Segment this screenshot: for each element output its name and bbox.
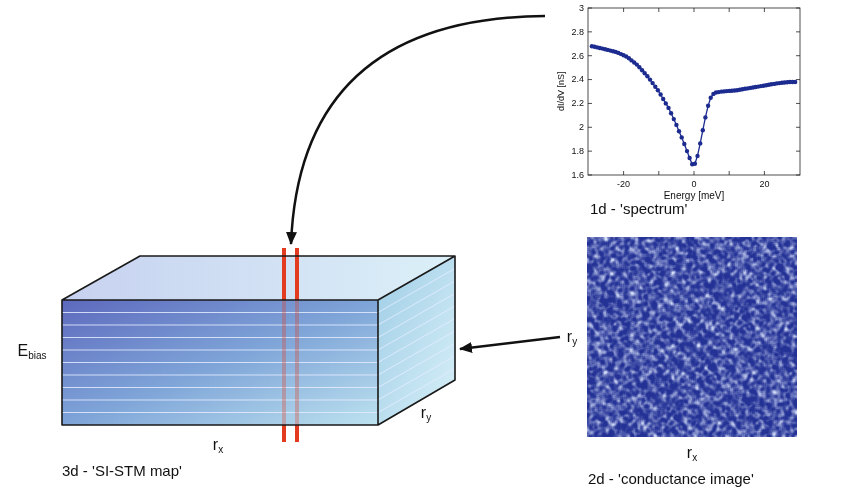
block-outline [62, 256, 455, 425]
data-point [680, 135, 684, 139]
data-point [648, 77, 652, 81]
y-tick [588, 31, 592, 32]
y-tick [796, 151, 800, 152]
data-point [653, 85, 657, 89]
y-tick [796, 31, 800, 32]
data-point [674, 123, 678, 127]
x-tick [764, 8, 765, 12]
data-point [669, 111, 673, 115]
image-panel: 2d - 'conductance image' [560, 232, 805, 488]
y-tick [796, 55, 800, 56]
x-tick [694, 171, 695, 175]
flow-arrow [291, 16, 545, 244]
axis-label: Ebias [17, 342, 46, 362]
tick-label: -20 [617, 179, 630, 189]
data-point [698, 141, 702, 145]
block-front [62, 300, 378, 425]
tick-label: 0 [691, 179, 696, 189]
block-side [378, 256, 455, 425]
data-point [658, 92, 662, 96]
plot-ticks [588, 8, 800, 175]
data-point [664, 101, 668, 105]
x-tick [764, 171, 765, 175]
y-tick [796, 8, 800, 9]
axis-title: Energy [meV] [664, 190, 725, 202]
axis-title: dI/dV [nS] [556, 71, 566, 111]
tick-label: 2.8 [571, 27, 584, 37]
y-tick [588, 103, 592, 104]
panel-caption: 3d - 'SI-STM map' [62, 462, 182, 479]
x-tick [623, 171, 624, 175]
x-tick [694, 8, 695, 12]
spectrum-marker [284, 248, 297, 442]
axis-label: ry [567, 328, 577, 348]
data-point [693, 162, 697, 166]
tick-label: 2.2 [571, 98, 584, 108]
axis-label: rx [213, 436, 223, 456]
data-point [677, 129, 681, 133]
y-tick [796, 79, 800, 80]
tick-label: 20 [759, 179, 769, 189]
data-point [682, 142, 686, 146]
axis-label: ry [421, 404, 431, 424]
y-tick [588, 55, 592, 56]
plot-frame [588, 8, 800, 175]
x-tick [729, 171, 730, 175]
flow-arrow [460, 337, 560, 349]
data-point [706, 104, 710, 108]
tick-label: 3 [579, 3, 584, 13]
tick-label: 1.8 [571, 146, 584, 156]
x-tick [658, 8, 659, 12]
conductance-map [587, 237, 797, 437]
y-tick [588, 127, 592, 128]
x-tick [623, 8, 624, 12]
spectrum-curve [590, 44, 798, 167]
spectrum-line [592, 46, 795, 164]
data-point [672, 117, 676, 121]
x-tick [658, 171, 659, 175]
data-point [650, 81, 654, 85]
panel-caption: 1d - 'spectrum' [590, 200, 687, 217]
y-tick [588, 8, 592, 9]
data-point [695, 154, 699, 158]
data-point [685, 149, 689, 153]
y-tick [796, 175, 800, 176]
y-tick [796, 103, 800, 104]
data-point [656, 88, 660, 92]
data-point [687, 156, 691, 160]
data-point [709, 96, 713, 100]
spectrum-panel: 1d - 'spectrum' [545, 2, 810, 220]
map-panel: 3d - 'SI-STM map' [10, 244, 460, 484]
tick-label: 2 [579, 122, 584, 132]
y-tick [796, 127, 800, 128]
axis-label: rx [687, 444, 697, 464]
panel-caption: 2d - 'conductance image' [588, 470, 754, 487]
y-tick [588, 175, 592, 176]
tick-label: 1.6 [571, 170, 584, 180]
data-point [703, 115, 707, 119]
y-tick [588, 151, 592, 152]
y-tick [588, 79, 592, 80]
tick-label: 2.6 [571, 51, 584, 61]
data-point [661, 97, 665, 101]
data-point [793, 80, 797, 84]
tick-label: 2.4 [571, 74, 584, 84]
data-point [666, 106, 670, 110]
data-point [701, 128, 705, 132]
x-tick [729, 8, 730, 12]
